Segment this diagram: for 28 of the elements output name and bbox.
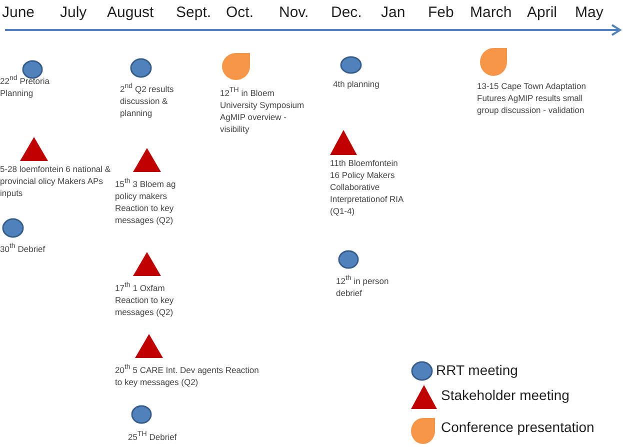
month-label: July <box>60 4 87 21</box>
month-label: April <box>527 4 558 21</box>
event-description: 30$^{th}$ Debrief <box>0 241 46 255</box>
month-label: Feb <box>428 4 454 21</box>
month-label: Oct. <box>226 4 254 21</box>
legend-label: RRT meeting <box>436 362 518 378</box>
month-label: Sept. <box>176 4 212 21</box>
event-description: 12$^{TH}$ in Bloem University Symposium AgMIP overview - visibility <box>220 85 305 135</box>
month-label: March <box>470 4 512 21</box>
month-label: Jan <box>381 4 406 21</box>
event-description: 13-15 Cape Town Adaptation Futures AgMIP results small group discussion - validation <box>477 80 587 116</box>
event-description: 2$^{nd}$ Q2 results discussion & planning <box>120 81 175 119</box>
event-description: 25$^{TH}$ Debrief <box>128 429 178 443</box>
legend-label: Stakeholder meeting <box>441 387 570 403</box>
month-label: Nov. <box>279 4 309 21</box>
event-description: 20$^{th}$ 5 CARE Int. Dev agents Reaction to key messages (Q2) <box>115 362 260 388</box>
event-description: 15$^{th}$ 3 Bloem ag policy makers Reaction to key messages (Q2) <box>115 176 177 226</box>
event-description: 5-28 loemfontein 6 national & provincial olicy Makers APs inputs <box>0 163 112 199</box>
event-description: 17$^{th}$ 1 Oxfam Reaction to key messages (Q2) <box>115 280 175 318</box>
event-description: 11th Bloemfontein 16 Policy Makers Collaborative Interpretationof RIA (Q1-4) <box>330 157 404 217</box>
event-description: 12$^{th}$ in person debrief <box>336 273 390 299</box>
month-label: June <box>2 4 35 21</box>
event-description: 22$^{nd}$ Pretoria Planning <box>0 73 50 99</box>
legend-label: Conference presentation <box>441 419 594 435</box>
month-label: August <box>107 4 154 21</box>
month-label: May <box>575 4 604 21</box>
event-description: 4th planning <box>333 78 380 90</box>
month-label: Dec. <box>331 4 362 21</box>
